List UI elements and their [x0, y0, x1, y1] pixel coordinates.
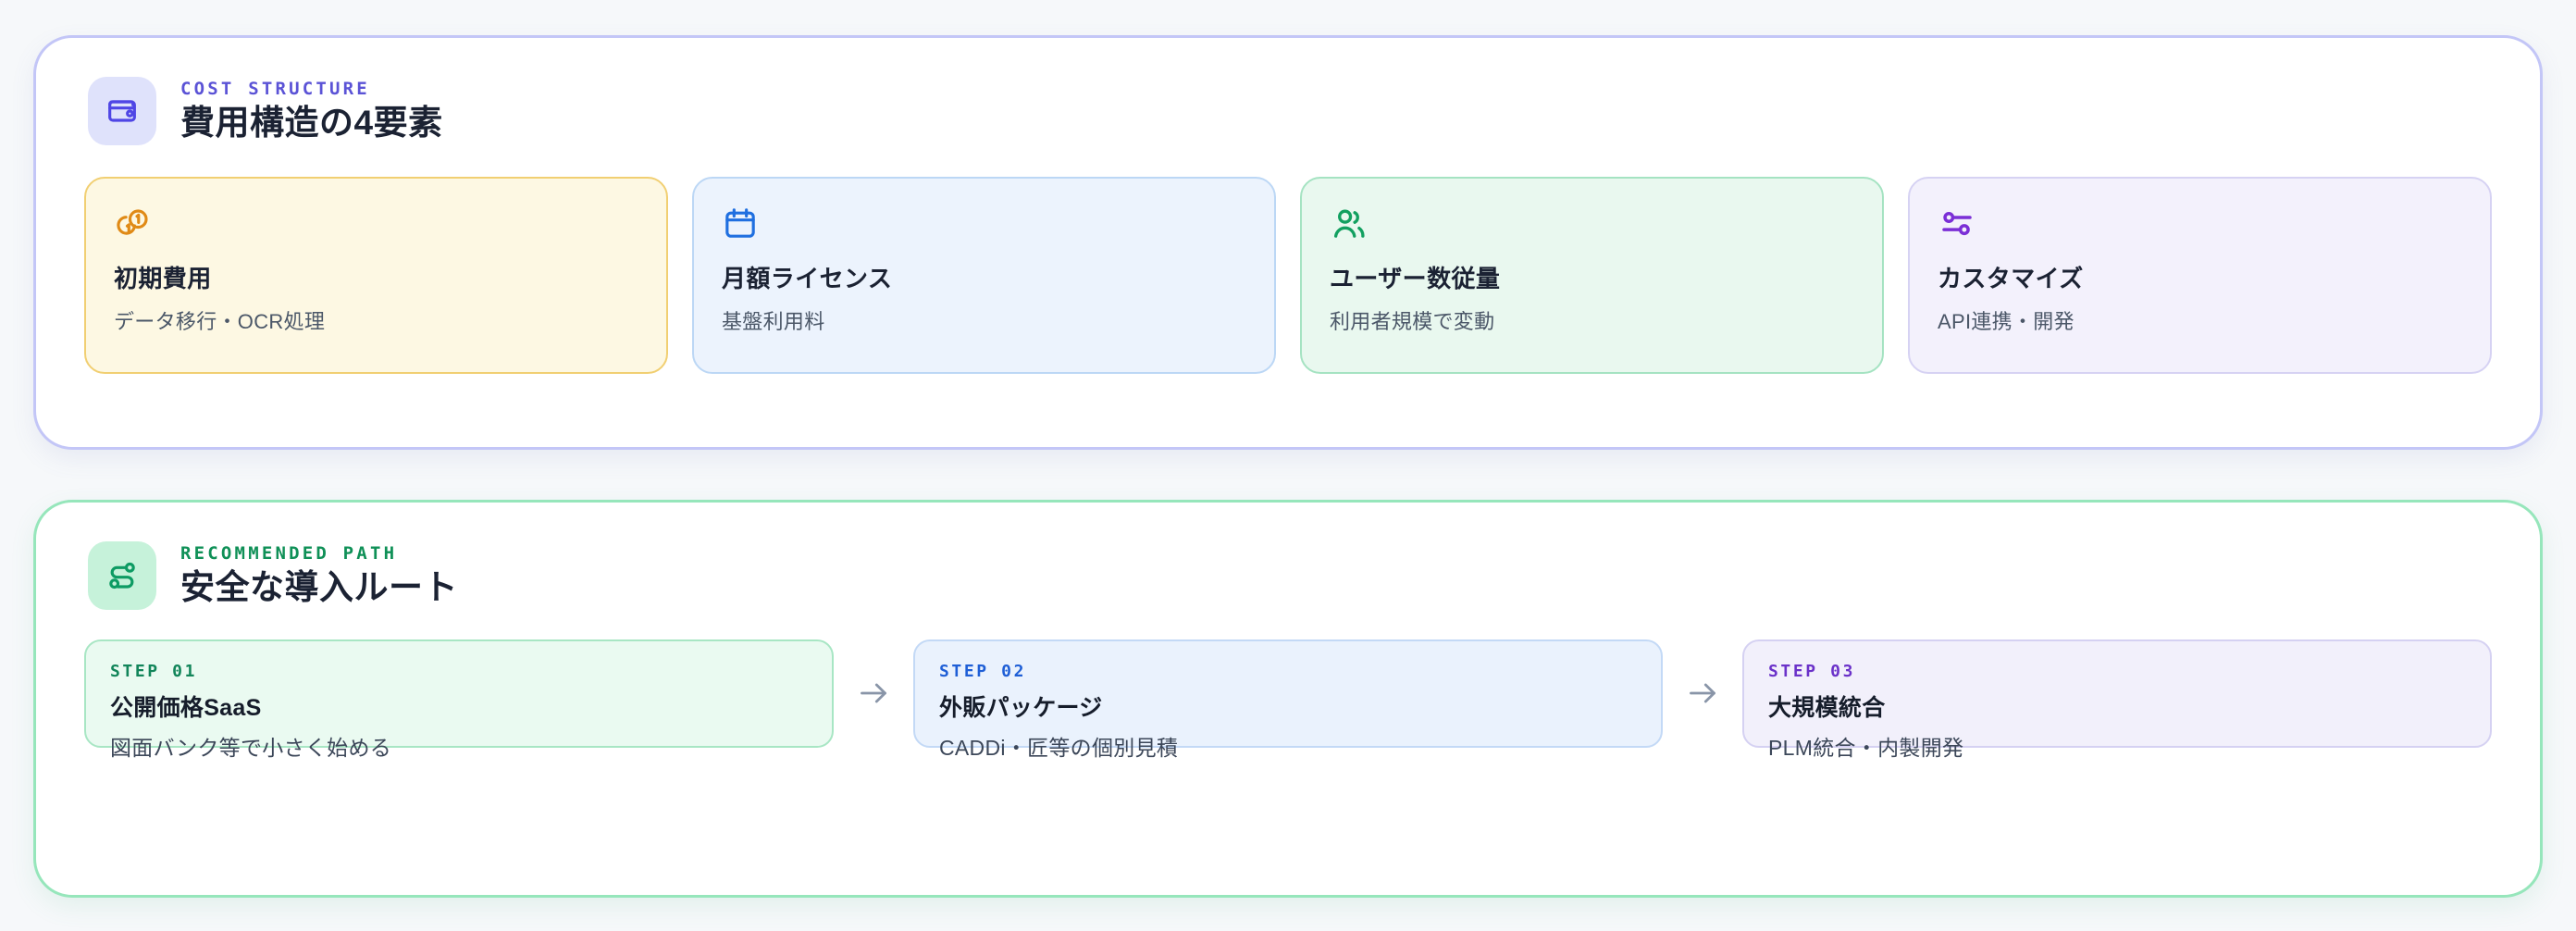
wallet-icon [88, 77, 156, 145]
cost-card-customize[interactable]: カスタマイズ API連携・開発 [1908, 177, 2492, 374]
path-title: 安全な導入ルート [180, 568, 458, 606]
cost-card-initial[interactable]: 初期費用 データ移行・OCR処理 [84, 177, 668, 374]
users-icon [1330, 205, 1854, 249]
step-subtitle: PLM統合・内製開発 [1768, 735, 1964, 760]
arrow-right-icon [1663, 675, 1742, 712]
path-panel-header: RECOMMENDED PATH 安全な導入ルート [84, 540, 2492, 610]
cost-card-title: 月額ライセンス [722, 265, 893, 292]
coins-icon [114, 205, 638, 249]
cost-title: 費用構造の4要素 [180, 104, 443, 143]
cost-card-title: カスタマイズ [1938, 265, 2084, 292]
step-label: STEP 02 [939, 661, 1027, 681]
step-title: 大規模統合 [1768, 694, 1886, 721]
cost-card-title: 初期費用 [114, 265, 212, 292]
cost-card-subtitle: データ移行・OCR処理 [114, 310, 326, 333]
cost-card-title: ユーザー数従量 [1330, 265, 1501, 292]
route-icon [88, 540, 156, 610]
cost-card-subtitle: 利用者規模で変動 [1330, 310, 1495, 333]
cost-card-subtitle: API連携・開発 [1938, 310, 2074, 333]
cost-card-row: 初期費用 データ移行・OCR処理 月額ライセンス 基盤利用料 [84, 177, 2492, 374]
step-subtitle: CADDi・匠等の個別見積 [939, 735, 1179, 760]
recommended-path-panel: RECOMMENDED PATH 安全な導入ルート STEP 01 公開価格Sa… [33, 499, 2543, 898]
cost-panel-heading-text: COST STRUCTURE 費用構造の4要素 [180, 79, 443, 143]
step-card-03[interactable]: STEP 03 大規模統合 PLM統合・内製開発 [1742, 639, 2492, 760]
calendar-icon [722, 205, 1246, 249]
cost-structure-panel: COST STRUCTURE 費用構造の4要素 初期費用 データ移行・OCR処理 [33, 35, 2543, 450]
cost-card-subtitle: 基盤利用料 [722, 310, 825, 333]
cost-card-monthly-license[interactable]: 月額ライセンス 基盤利用料 [692, 177, 1276, 374]
step-label: STEP 01 [110, 661, 198, 681]
step-title: 公開価格SaaS [110, 694, 262, 721]
sliders-icon [1938, 205, 2462, 249]
cost-card-per-user[interactable]: ユーザー数従量 利用者規模で変動 [1300, 177, 1884, 374]
cost-eyebrow: COST STRUCTURE [180, 79, 370, 100]
step-label: STEP 03 [1768, 661, 1856, 681]
step-card-01[interactable]: STEP 01 公開価格SaaS 図面バンク等で小さく始める [84, 639, 834, 760]
path-panel-heading-text: RECOMMENDED PATH 安全な導入ルート [180, 543, 458, 608]
arrow-right-icon [834, 675, 913, 712]
path-eyebrow: RECOMMENDED PATH [180, 543, 398, 564]
step-title: 外販パッケージ [939, 694, 1103, 721]
cost-panel-header: COST STRUCTURE 費用構造の4要素 [84, 77, 2492, 145]
step-card-row: STEP 01 公開価格SaaS 図面バンク等で小さく始める STEP 02 外… [84, 639, 2492, 760]
step-subtitle: 図面バンク等で小さく始める [110, 735, 392, 760]
step-card-02[interactable]: STEP 02 外販パッケージ CADDi・匠等の個別見積 [913, 639, 1663, 760]
